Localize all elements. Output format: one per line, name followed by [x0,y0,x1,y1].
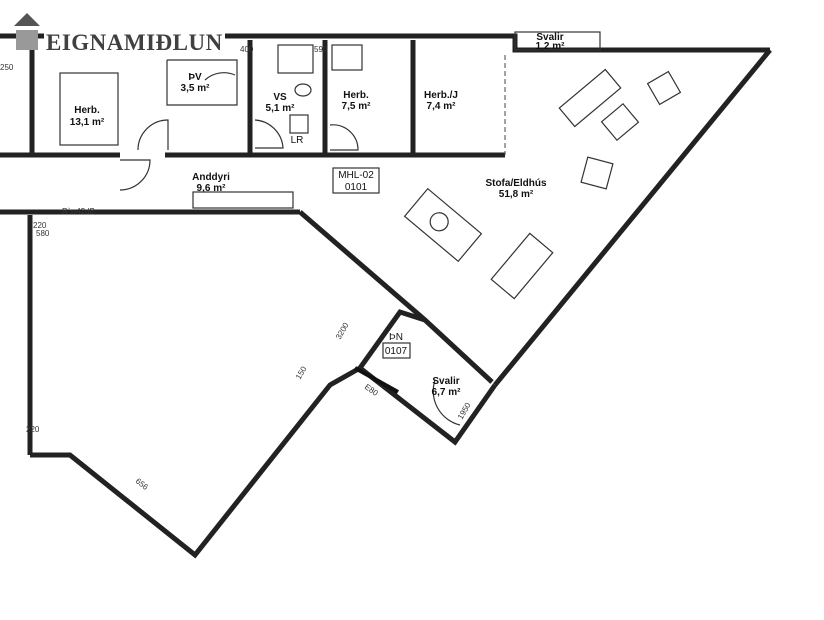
desk [331,44,363,71]
dimension: 656 [134,476,150,492]
exterior-wall-right [493,48,772,387]
dimension: 3200 [334,321,351,341]
room-name: ÞV [188,72,202,83]
bed [277,44,314,74]
coffee-table [600,102,640,142]
storage-number: 0107 [385,346,408,357]
dimension: 220 [33,221,47,230]
room-name: Anddyri [192,172,230,183]
dimension: 580 [36,229,50,238]
kitchen-island [403,187,483,263]
bed [59,72,119,146]
washer [289,114,309,134]
dimension: 400 [240,45,254,54]
logo-text: EIGNAMIÐLUN [44,30,225,56]
dimension: 150 [294,364,309,381]
armchair [580,156,614,190]
logo-icon [14,13,40,50]
door-swing [119,159,151,191]
dining-table [490,232,554,300]
toilet [294,83,312,97]
unit-label-box [332,167,380,194]
door-swing [137,119,169,151]
room-name: VS [273,92,287,103]
room-area: 51,8 m² [499,189,534,200]
room-name: Herb. [74,105,100,116]
room-area: 7,4 m² [427,101,457,112]
storage-label-box [382,342,411,359]
dimension: 220 [26,425,40,434]
wall-rating: R`w42dB [62,207,95,216]
room-name: Herb./J [424,90,458,101]
room-area: 9,6 m² [197,183,227,194]
room-area: 1,2 m² [536,41,566,52]
armchair [646,70,682,106]
laundry-label: LR [291,135,304,146]
room-area: 13,1 m² [70,117,105,128]
room-name: Svalir [536,32,563,43]
door-swing [329,124,359,151]
unit-number: 0101 [345,182,368,193]
balcony-small [514,31,601,51]
dimension: 590 [314,45,328,54]
cabinet [192,191,294,209]
room-name: Stofa/Eldhús [485,178,547,189]
storage-label: ÞN [389,332,403,343]
door-swing [432,379,461,426]
room-name: Svalir [432,376,459,387]
sofa [558,68,622,128]
room-area: 7,5 m² [342,101,372,112]
door-swing [254,119,284,149]
room-name: Herb. [343,90,369,101]
room-area: 3,5 m² [181,83,211,94]
storage-wall [30,309,426,559]
door-swing [204,72,236,81]
unit-code: MHL-02 [338,170,374,181]
room-area: 5,1 m² [266,103,296,114]
railing [354,366,399,394]
closet-outline [166,59,238,106]
room-area: 6,7 m² [432,387,462,398]
balcony-wall [358,366,498,446]
dimension: 250 [0,63,14,72]
